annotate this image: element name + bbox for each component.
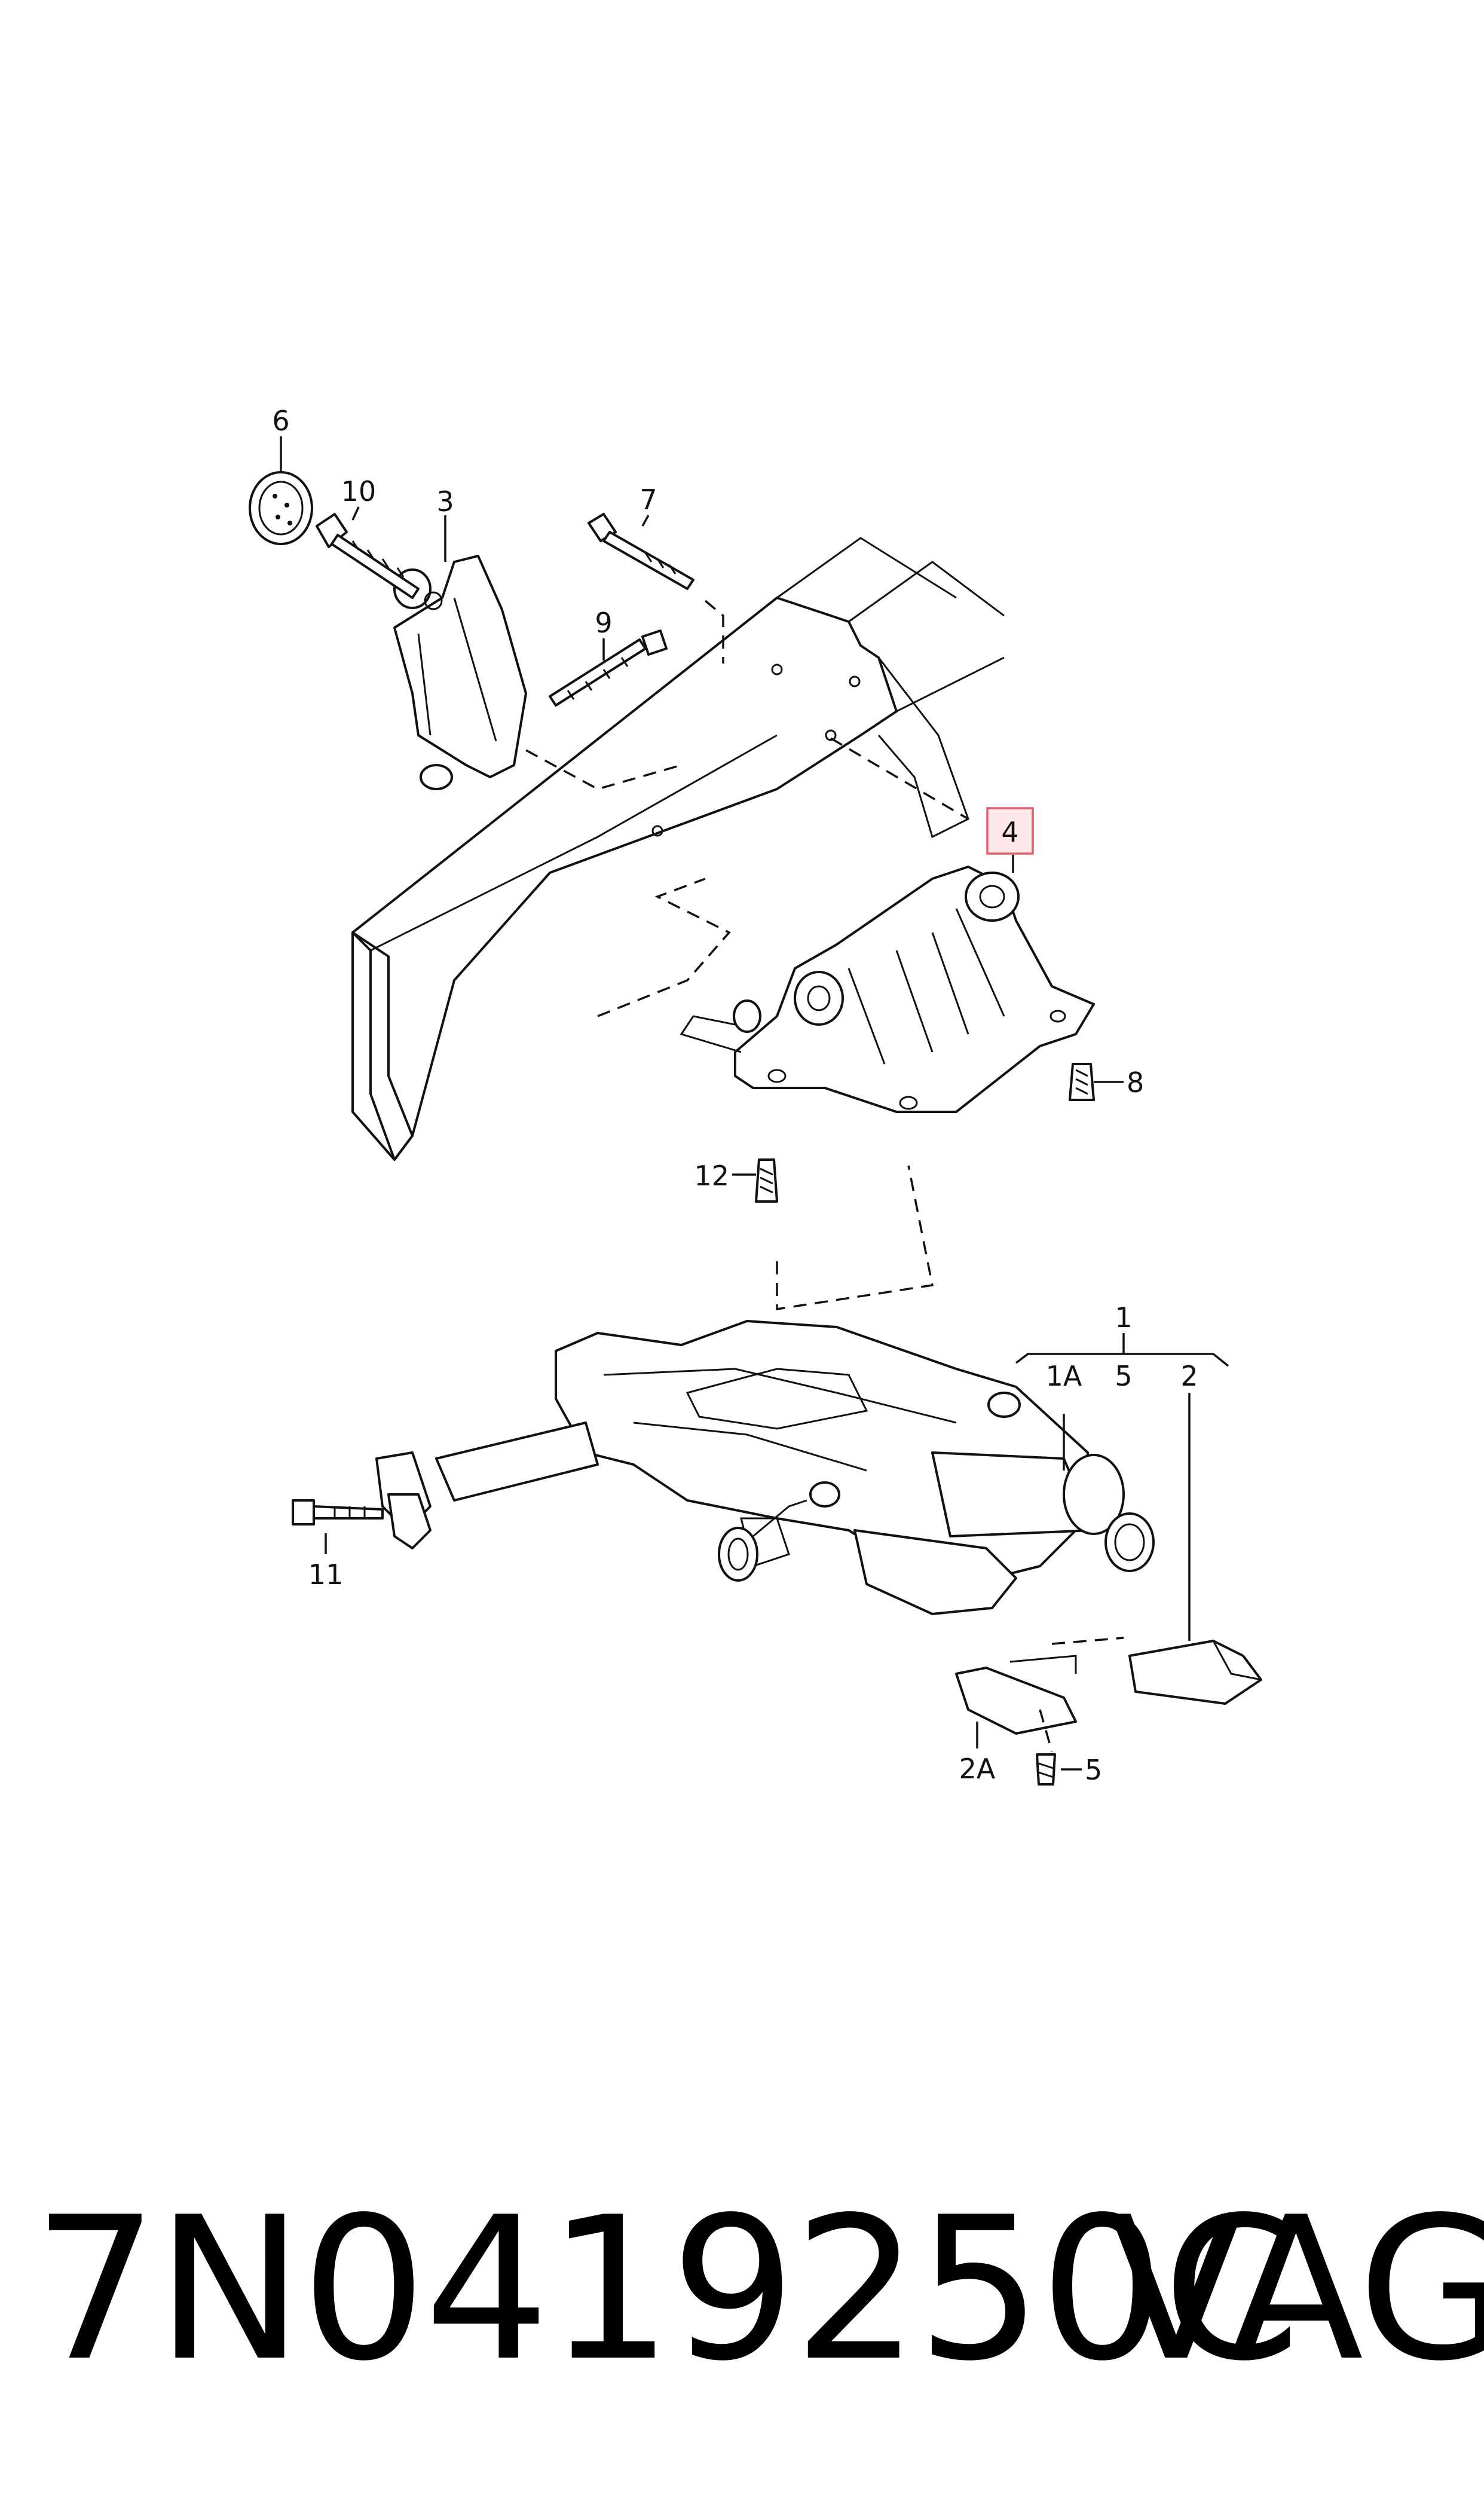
intermediate-shaft <box>375 1421 599 1549</box>
callout-8: 8 <box>1127 1066 1144 1099</box>
callout-2a: 2A <box>959 1753 996 1785</box>
callout-4: 4 <box>1001 816 1018 848</box>
assembly-lines <box>525 600 1124 1752</box>
callout-12: 12 <box>694 1160 729 1192</box>
callout-5-bottom: 5 <box>1085 1754 1102 1786</box>
bolt-part-9 <box>549 629 668 707</box>
lever-part-2a <box>955 1655 1077 1735</box>
callout-1: 1 <box>1115 1301 1132 1334</box>
callout-9: 9 <box>595 607 612 639</box>
bolt-part-11 <box>292 1499 384 1526</box>
callout-2: 2 <box>1180 1360 1198 1392</box>
callout-7: 7 <box>640 484 657 516</box>
callout-11: 11 <box>308 1558 344 1591</box>
mounting-bracket-part-4 <box>680 866 1095 1113</box>
grommet-part-6 <box>249 471 313 545</box>
part-number: 7N0419250C <box>33 2175 1301 2404</box>
callout-6: 6 <box>272 405 289 437</box>
bolt-part-7 <box>588 513 694 590</box>
callout-10: 10 <box>341 475 377 508</box>
bolt-part-12 <box>755 1158 778 1203</box>
bolt-part-8 <box>1069 1063 1095 1101</box>
screw-part-5 <box>1036 1753 1056 1786</box>
callout-5-top: 5 <box>1115 1360 1132 1392</box>
exploded-parts-diagram: 6 10 3 7 9 4 8 12 1 1A 5 2 11 2A 5 <box>249 405 1262 1786</box>
coil-spring <box>718 1499 807 1582</box>
steering-column-part-1a <box>555 1320 1155 1615</box>
callout-3: 3 <box>436 485 454 518</box>
brand-name: VAG <box>1109 2175 1484 2404</box>
cover-part-2 <box>1128 1640 1262 1705</box>
bolt-part-10 <box>316 513 420 599</box>
leader-lines <box>280 436 1229 1771</box>
cross-member-beam <box>351 537 1005 1161</box>
caption-bar: 7N0419250C VAG <box>0 2176 1484 2403</box>
callout-highlight-box <box>986 807 1034 855</box>
callout-1a: 1A <box>1046 1360 1082 1392</box>
